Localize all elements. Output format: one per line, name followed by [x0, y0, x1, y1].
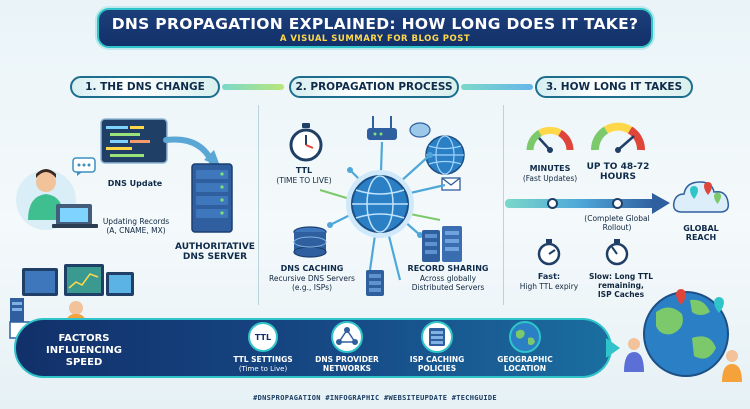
- slow-label: Slow: Long TTL remaining, ISP Caches: [588, 272, 654, 299]
- world-users-illustration: [624, 289, 742, 382]
- minutes-title: MINUTES: [529, 164, 571, 173]
- factor-ttl-title: TTL SETTINGS: [233, 355, 293, 364]
- geographic-globe-icon: [509, 321, 541, 353]
- record-sharing-title: RECORD SHARING: [407, 264, 489, 273]
- section-arrow-1: [222, 84, 284, 90]
- footer-hashtags: #DNSPROPAGATION #INFOGRAPHIC #WEBSITEUPD…: [253, 394, 497, 402]
- gauge-slow-icon: [591, 122, 645, 153]
- section-header-propagation: 2. PROPAGATION PROCESS: [289, 76, 459, 98]
- factor-geographic-label: GEOGRAPHIC LOCATION: [497, 355, 553, 373]
- dns-provider-network-icon: [331, 321, 363, 353]
- ttl-subtitle: (TIME TO LIVE): [276, 176, 332, 185]
- dns-update-label: DNS Update: [107, 179, 163, 188]
- ttl-title: TTL: [295, 166, 313, 175]
- authoritative-server-label: AUTHORITATIVE DNS SERVER: [175, 242, 255, 263]
- factors-title: FACTORS INFLUENCING SPEED: [46, 333, 122, 368]
- stopwatch-slow-icon: [605, 239, 629, 266]
- factor-isp-caching-label: ISP CACHING POLICIES: [409, 355, 465, 373]
- chat-bubble-icon: [72, 157, 96, 176]
- gauge-fast-icon: [526, 126, 574, 153]
- stopwatch-fast-icon: [537, 239, 561, 266]
- arrow-to-server-icon: [163, 136, 220, 166]
- global-reach-cloud-icon: [672, 181, 730, 213]
- dns-caching-subtitle: Recursive DNS Servers (e.g., ISPs): [269, 274, 355, 292]
- stopwatch-icon: [289, 123, 323, 162]
- isp-server-icon: [366, 270, 384, 296]
- ttl-badge-text: TTL: [254, 332, 272, 342]
- timeline-arrowhead-icon: [652, 193, 670, 214]
- network-node-icon: [409, 122, 431, 138]
- caching-servers-icon: [293, 226, 327, 258]
- minutes-subtitle: (Fast Updates): [522, 174, 578, 183]
- envelope-icon: [441, 177, 461, 191]
- isp-caching-icon: [421, 321, 453, 353]
- factor-ttl-subtitle: (Time to Live): [238, 364, 288, 373]
- global-reach-label: GLOBAL REACH: [683, 224, 719, 243]
- section-arrow-2: [461, 84, 533, 90]
- dns-caching-title: DNS CACHING: [280, 264, 344, 273]
- router-icon: [367, 116, 397, 140]
- timeline-marker-slow: [612, 198, 623, 209]
- timeline-bar: [505, 199, 655, 208]
- authoritative-server-icon: [191, 163, 233, 233]
- record-sharing-subtitle: Across globally Distributed Servers: [411, 274, 485, 292]
- section-header-dns-change: 1. THE DNS CHANGE: [70, 76, 220, 98]
- page-title: DNS PROPAGATION EXPLAINED: HOW LONG DOES…: [111, 15, 639, 33]
- section-header-how-long: 3. HOW LONG IT TAKES: [535, 76, 693, 98]
- rollout-label: (Complete Global Rollout): [584, 214, 650, 232]
- column-divider-2: [503, 105, 504, 305]
- title-banner: DNS PROPAGATION EXPLAINED: HOW LONG DOES…: [97, 8, 653, 48]
- developer-with-laptop-icon: [16, 169, 98, 230]
- factor-ttl-label: TTL SETTINGS (Time to Live): [218, 355, 308, 373]
- column-divider-1: [258, 105, 259, 305]
- updating-records-label: Updating Records (A, CNAME, MX): [102, 217, 170, 235]
- ttl-settings-icon: TTL: [248, 322, 278, 352]
- hours-title: UP TO 48-72 HOURS: [586, 162, 650, 183]
- record-sharing-servers-icon: [422, 226, 462, 262]
- page-subtitle: A VISUAL SUMMARY FOR BLOG POST: [279, 34, 471, 44]
- timeline-marker-fast: [547, 198, 558, 209]
- central-globe-icon: [346, 170, 414, 238]
- fast-title: Fast:: [537, 272, 561, 281]
- factors-arrow-icon: [606, 338, 620, 358]
- factor-dns-provider-label: DNS PROVIDER NETWORKS: [315, 355, 379, 373]
- fast-subtitle: High TTL expiry: [519, 282, 579, 291]
